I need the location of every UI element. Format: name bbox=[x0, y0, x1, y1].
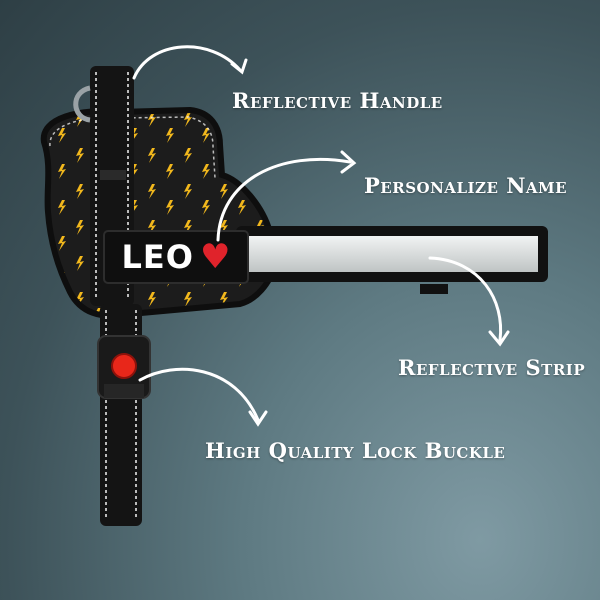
arrow-name bbox=[216, 157, 352, 242]
annotation-arrows bbox=[132, 45, 510, 427]
label-lock-buckle: High Quality Lock Buckle bbox=[205, 438, 506, 463]
arrow-strip bbox=[428, 256, 503, 342]
arrow-handle bbox=[132, 45, 242, 80]
label-personalize-name: Personalize Name bbox=[364, 173, 568, 198]
name-tag-patch bbox=[103, 230, 249, 284]
arrow-buckle bbox=[138, 367, 260, 422]
harness-vest bbox=[40, 106, 280, 319]
label-reflective-strip: Reflective Strip bbox=[398, 355, 586, 380]
lock-buckle bbox=[97, 335, 151, 399]
name-tag-text: LEO bbox=[121, 238, 194, 276]
label-reflective-handle: Reflective Handle bbox=[232, 88, 443, 113]
chest-strap bbox=[236, 226, 548, 294]
heart-icon: ♥ bbox=[199, 237, 231, 277]
name-tag: LEO ♥ bbox=[104, 231, 248, 283]
